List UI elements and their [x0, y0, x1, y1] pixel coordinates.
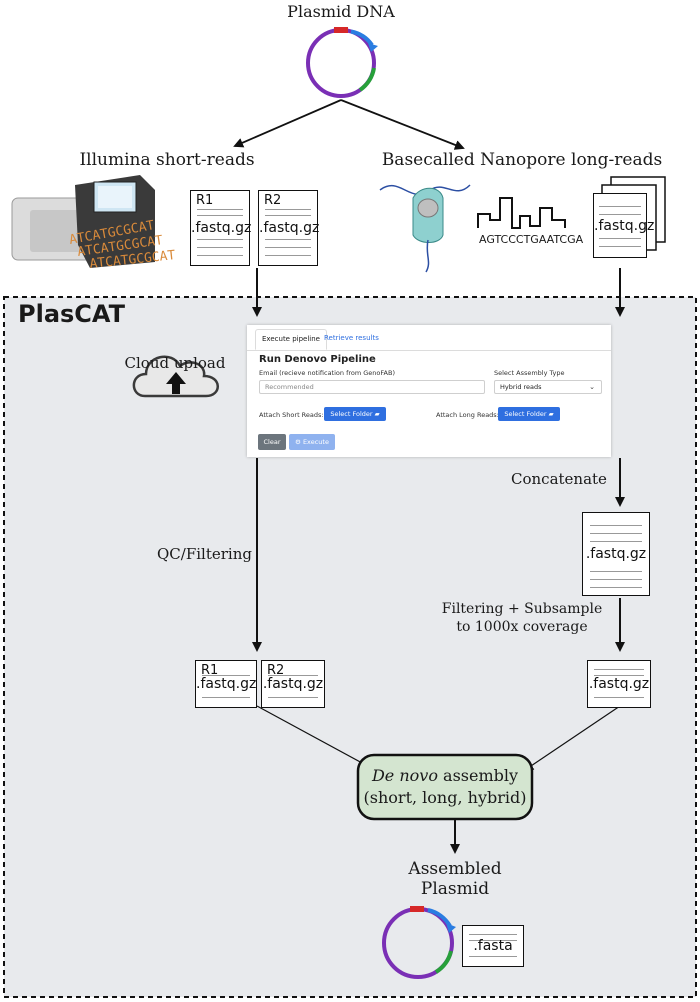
chevron-down-icon: ⌄	[589, 383, 595, 391]
cloud-upload-icon	[132, 355, 219, 398]
plascat-title: PlasCAT	[18, 300, 125, 328]
file-name: .fasta	[473, 938, 513, 954]
file-tag: R1	[196, 193, 214, 208]
assembly-italic: De novo	[371, 766, 438, 785]
pipeline-ui: Execute pipeline Retrieve results Run De…	[247, 325, 611, 457]
file-tag: R1	[201, 663, 219, 678]
signal-trace	[477, 197, 566, 229]
file-r1-top: R1 .fastq.gz	[190, 190, 252, 266]
arrow-to-nanopore	[340, 99, 465, 150]
plasmid-icon-top	[306, 27, 378, 98]
plasmid-icon-bottom	[382, 906, 456, 979]
qc-filtering-label: QC/Filtering	[157, 545, 252, 563]
assembly-box	[356, 753, 534, 821]
folder-icon: ▰	[374, 410, 380, 418]
file-r2-filtered: R2 .fastq.gz	[261, 660, 325, 708]
file-tag: R2	[267, 663, 285, 678]
plasmid-dna-title: Plasmid DNA	[287, 2, 395, 21]
email-input[interactable]: Recommended	[259, 380, 485, 394]
cloud-upload-label: Cloud upload	[124, 354, 226, 372]
file-name: .fastq.gz	[262, 676, 324, 692]
file-name: .fastq.gz	[588, 676, 650, 692]
tab-bar: Execute pipeline Retrieve results	[247, 325, 611, 351]
file-tag: R2	[264, 193, 282, 208]
assembly-subtitle: (short, long, hybrid)	[363, 788, 527, 807]
pipeline-heading: Run Denovo Pipeline	[259, 354, 376, 365]
tab-retrieve-results[interactable]: Retrieve results	[324, 334, 379, 342]
file-r2-top: R2 .fastq.gz	[258, 190, 320, 266]
nanopore-icon	[379, 184, 471, 273]
arrow-to-illumina	[233, 99, 342, 148]
select-folder-label: Select Folder	[330, 410, 373, 418]
long-reads-label: Attach Long Reads:	[436, 411, 499, 419]
file-long-reads-top: .fastq.gz	[593, 193, 655, 258]
assembled-line1: Assembled	[408, 859, 502, 879]
file-name: .fastq.gz	[594, 217, 655, 234]
file-r1-filtered: R1 .fastq.gz	[195, 660, 257, 708]
concatenate-label: Concatenate	[511, 470, 607, 488]
assembly-title: De novo assembly	[372, 766, 518, 785]
assembly-type-value: Hybrid reads	[500, 383, 542, 391]
email-label: Email (recieve notification from GenoFAB…	[259, 369, 395, 377]
clear-button[interactable]: Clear	[258, 434, 286, 450]
filter-subsample-line1: Filtering + Subsample	[441, 601, 603, 617]
file-fasta-output: .fasta	[462, 925, 524, 967]
assembly-type-select[interactable]: Hybrid reads ⌄	[494, 380, 602, 394]
execute-button[interactable]: ⚙ Execute	[289, 434, 335, 450]
arrow-long-to-assembly	[523, 705, 621, 772]
file-name: .fastq.gz	[585, 546, 647, 562]
file-name: .fastq.gz	[191, 220, 252, 236]
select-folder-short-button[interactable]: Select Folder ▰	[324, 407, 386, 421]
file-long-filtered: .fastq.gz	[587, 660, 651, 708]
gear-icon: ⚙	[295, 438, 301, 446]
file-name: .fastq.gz	[196, 676, 257, 692]
illumina-title: Illumina short-reads	[79, 150, 255, 170]
filter-subsample-line2: to 1000x coverage	[456, 619, 588, 635]
sequencer-icon	[11, 175, 155, 268]
tab-execute-pipeline[interactable]: Execute pipeline	[255, 329, 327, 350]
short-reads-label: Attach Short Reads:	[259, 411, 324, 419]
arrow-short-to-assembly	[256, 705, 377, 771]
execute-label: Execute	[302, 438, 329, 446]
folder-icon: ▰	[548, 410, 554, 418]
assembly-rest: assembly	[437, 766, 519, 785]
assembly-type-label: Select Assembly Type	[494, 369, 565, 377]
nanopore-title: Basecalled Nanopore long-reads	[381, 150, 663, 170]
assembled-line2: Plasmid	[420, 879, 490, 899]
select-folder-long-button[interactable]: Select Folder ▰	[498, 407, 560, 421]
nanopore-sequence: AGTCCCTGAATCGA	[479, 233, 584, 246]
file-concatenated: .fastq.gz	[582, 512, 650, 596]
select-folder-label: Select Folder	[504, 410, 547, 418]
file-name: .fastq.gz	[259, 220, 320, 236]
